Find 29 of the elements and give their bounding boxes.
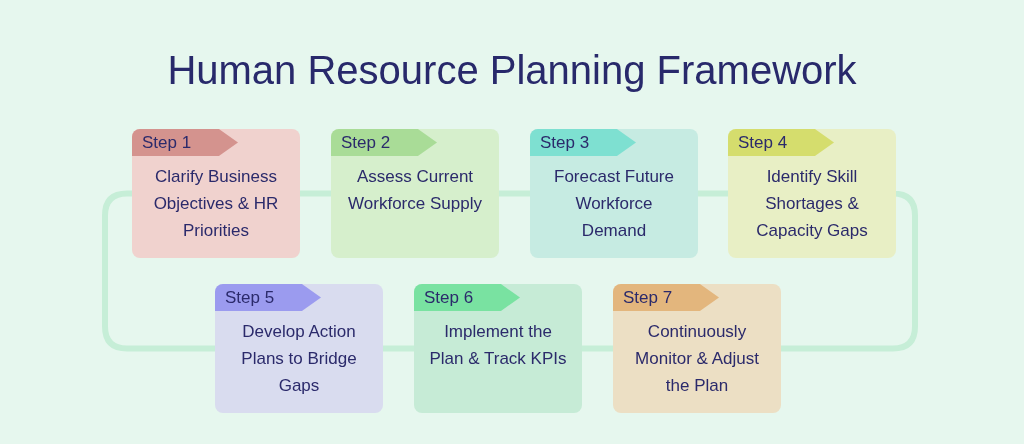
step-tag: Step 2 — [331, 129, 437, 156]
step-card — [215, 284, 383, 413]
step-description: Forecast Future Workforce Demand — [553, 166, 675, 242]
step-tag: Step 4 — [728, 129, 834, 156]
connector-line — [102, 190, 215, 352]
step-description: Develop Action Plans to Bridge Gaps — [240, 321, 358, 397]
step-tag: Step 7 — [613, 284, 719, 311]
step-tag: Step 6 — [414, 284, 520, 311]
step-description: Identify Skill Shortages & Capacity Gaps — [755, 166, 869, 242]
step-card — [613, 284, 781, 413]
connector-line — [300, 190, 331, 197]
step-card — [414, 284, 582, 413]
connector-line — [582, 345, 613, 352]
connector-line — [383, 345, 414, 352]
step-tag: Step 5 — [215, 284, 321, 311]
connector-line — [698, 190, 728, 197]
step-description: Implement the Plan & Track KPIs — [428, 321, 568, 370]
step-card — [728, 129, 896, 258]
connector-line — [781, 190, 918, 352]
step-card — [331, 129, 499, 258]
step-card — [530, 129, 698, 258]
step-card — [132, 129, 300, 258]
step-tag: Step 3 — [530, 129, 636, 156]
step-description: Continuously Monitor & Adjust the Plan — [634, 321, 760, 397]
title: Human Resource Planning Framework — [167, 47, 857, 94]
step-tag: Step 1 — [132, 129, 238, 156]
step-description: Clarify Business Objectives & HR Priorities — [152, 166, 280, 242]
connector-line — [499, 190, 530, 197]
step-description: Assess Current Workforce Supply — [347, 166, 483, 215]
